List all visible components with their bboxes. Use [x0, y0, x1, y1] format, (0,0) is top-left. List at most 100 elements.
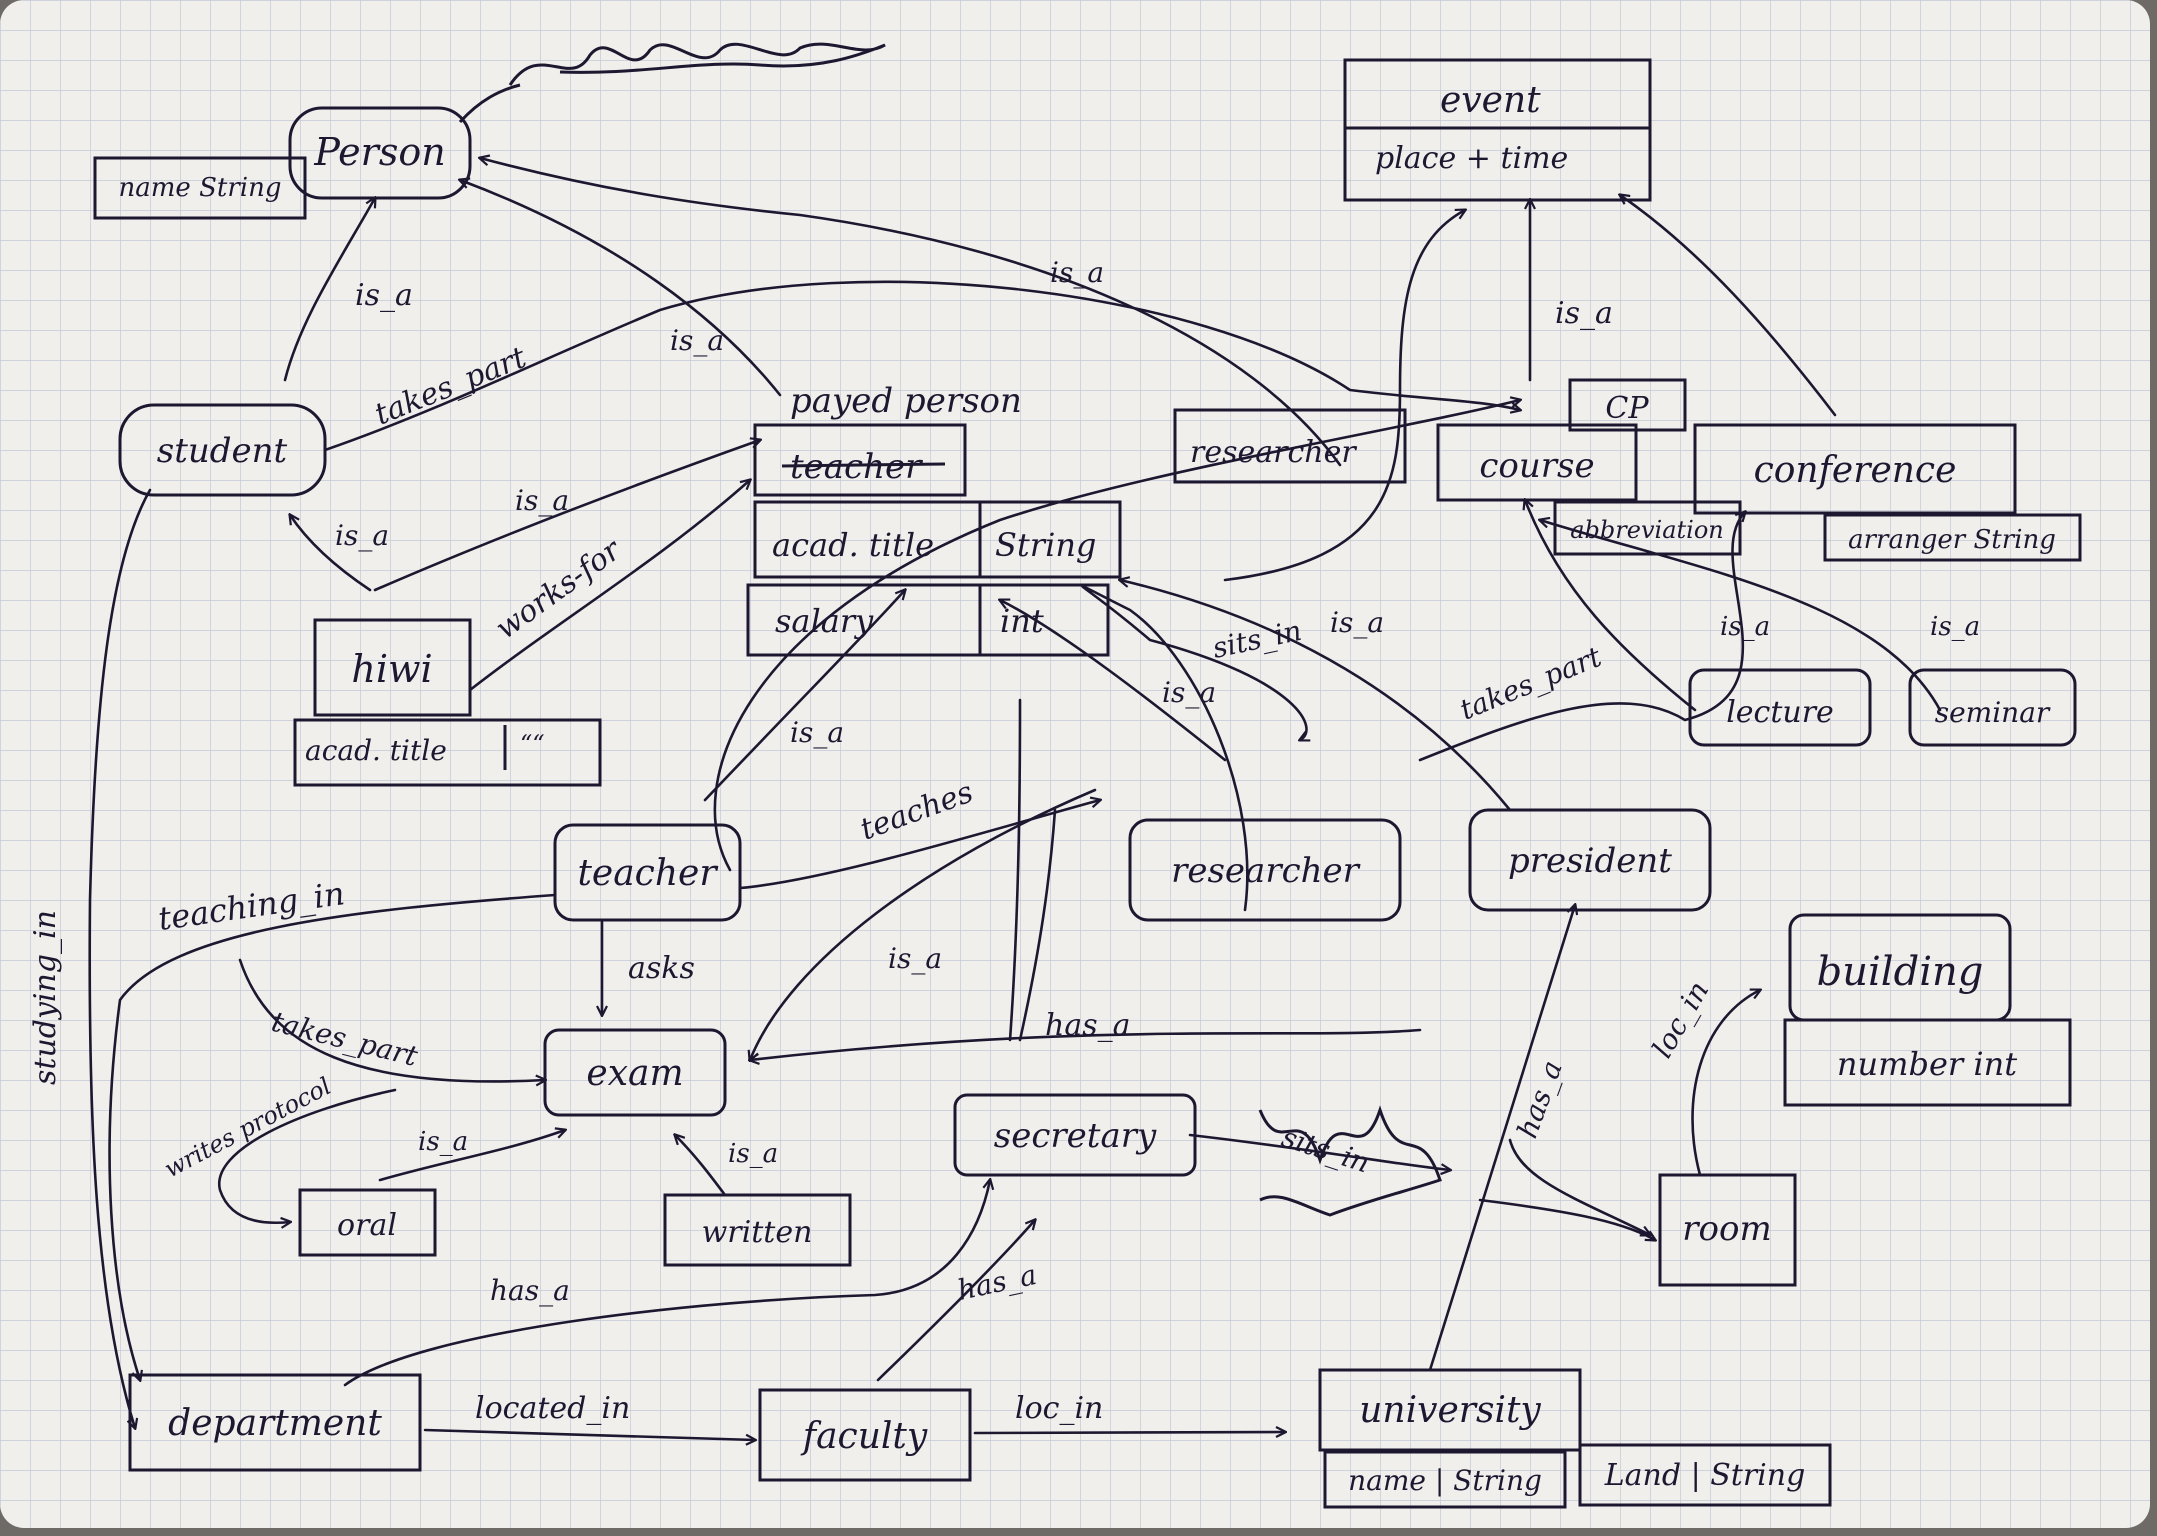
label-secretary-has-a: has_a — [1045, 1008, 1131, 1043]
node-event-attr-label: place + time — [1375, 141, 1568, 176]
edge-department-secretary — [343, 1180, 990, 1387]
node-faculty: faculty — [758, 1388, 972, 1482]
edge-researcher-event — [1223, 210, 1465, 582]
edge-conference-event — [1620, 195, 1837, 417]
edge-student-person — [283, 198, 375, 382]
label-seminar-isa: is_a — [1930, 612, 1980, 642]
node-exam-label: exam — [586, 1053, 683, 1094]
node-building-label: building — [1817, 949, 1984, 995]
label-asks: asks — [628, 951, 695, 986]
node-written: written — [663, 1193, 852, 1267]
label-payed-isa-top: is_a — [670, 324, 724, 357]
node-person-attr: name String — [93, 156, 307, 220]
node-hiwi-attr-type: ““ — [520, 730, 545, 758]
scribbles — [458, 42, 1442, 1217]
edge-hiwi-works-for — [468, 480, 750, 692]
node-hiwi-label: hiwi — [351, 647, 432, 691]
node-building-attr-label: number int — [1837, 1045, 2017, 1083]
node-person: Person — [288, 106, 472, 200]
edge-researcher-person — [480, 158, 1342, 467]
edge-faculty-secretary — [876, 1220, 1035, 1382]
node-seminar-label: seminar — [1935, 696, 2051, 729]
edge-researcher-payed — [1000, 600, 1227, 762]
edge-exam-isa-left — [750, 788, 1097, 1060]
scribble-top — [508, 42, 886, 86]
node-university-land-label: Land | String — [1604, 1458, 1806, 1493]
node-hiwi-attr-label: acad. title — [305, 734, 447, 767]
label-studying-in: studying_in — [28, 910, 63, 1085]
node-event: event place + time — [1343, 58, 1652, 202]
edge-president-takes-part — [1418, 512, 1745, 762]
node-lecture-label: lecture — [1726, 695, 1834, 730]
node-person-attr-label: name String — [119, 173, 282, 203]
strike-teacher — [781, 462, 946, 468]
edge-secretary-sits-in — [1188, 1133, 1450, 1170]
edge-university-president — [1428, 905, 1575, 1372]
edge-oral-isa — [378, 1130, 565, 1182]
edge-lecture-course — [1525, 500, 1697, 712]
node-acad-title: acad. title String — [753, 500, 1122, 579]
node-faculty-label: faculty — [800, 1416, 928, 1457]
label-loc-in-university: loc_in — [1015, 1391, 1103, 1426]
node-exam: exam — [543, 1028, 727, 1117]
edge-takes-part-exam — [238, 958, 545, 1082]
node-student-label: student — [157, 431, 288, 471]
edge-president-isa — [1120, 580, 1512, 812]
node-course-label: course — [1479, 446, 1594, 486]
node-conference: conference — [1693, 423, 2017, 515]
node-payed-person: payed person teacher — [753, 381, 1022, 497]
node-hiwi-attr: acad. title ““ — [293, 718, 602, 787]
node-university-name-label: name | String — [1348, 1464, 1542, 1497]
node-conference-label: conference — [1754, 450, 1957, 491]
node-abbreviation-label: abbreviation — [1570, 516, 1723, 544]
node-oral-label: oral — [337, 1208, 397, 1243]
nodes: Person name String event place + time pa… — [93, 58, 2082, 1509]
node-person-label: Person — [313, 130, 445, 174]
edge-writes-protocol — [217, 1088, 397, 1223]
node-secretary-label: secretary — [994, 1116, 1157, 1156]
node-president: president — [1468, 808, 1712, 912]
edge-student-takes-part — [323, 280, 1520, 452]
node-written-label: written — [702, 1215, 813, 1250]
node-researcher-top-label: researcher — [1190, 435, 1357, 470]
edge-located-in — [423, 1428, 755, 1440]
label-student-person-isa: is_a — [355, 278, 413, 313]
node-university-land: Land | String — [1578, 1443, 1832, 1507]
label-hiwi-student-isa: is_a — [335, 519, 389, 552]
label-hiwi-payed-isa: is_a — [515, 484, 569, 517]
edge-seminar-course — [1540, 520, 1942, 712]
node-course: course — [1436, 423, 1638, 502]
label-written-isa: is_a — [728, 1139, 778, 1169]
label-located-in: located_in — [475, 1391, 630, 1426]
node-salary-label: salary — [775, 602, 874, 640]
node-president-label: president — [1508, 841, 1672, 881]
node-room-label: room — [1682, 1209, 1771, 1249]
edge-teacher-payed — [703, 590, 905, 802]
node-cp: CP — [1568, 378, 1687, 432]
node-salary-type: int — [1000, 602, 1044, 640]
node-seminar: seminar — [1908, 668, 2077, 747]
edge-hiwi-payed — [373, 440, 760, 592]
node-department-label: department — [168, 1403, 382, 1444]
node-secretary: secretary — [953, 1093, 1197, 1177]
edge-hiwi-student — [290, 515, 372, 592]
node-university-label: university — [1359, 1390, 1541, 1431]
scribble-sits-in — [1258, 1105, 1442, 1217]
edges — [88, 158, 1942, 1440]
label-department-has-a: has_a — [490, 1274, 570, 1307]
edge-exam-back — [750, 1028, 1422, 1060]
node-researcher: researcher — [1128, 818, 1402, 922]
node-abbreviation: abbreviation — [1553, 500, 1742, 556]
edge-teacher-course — [713, 400, 1520, 872]
node-student: student — [118, 403, 327, 497]
node-university-name: name | String — [1323, 1450, 1567, 1509]
node-researcher-label: researcher — [1171, 851, 1361, 891]
node-building: building — [1788, 913, 2012, 1022]
node-acad-title-type: String — [995, 526, 1096, 564]
node-salary: salary int — [746, 583, 1110, 657]
node-building-attr: number int — [1783, 1018, 2072, 1107]
node-teacher-label: teacher — [577, 853, 718, 894]
